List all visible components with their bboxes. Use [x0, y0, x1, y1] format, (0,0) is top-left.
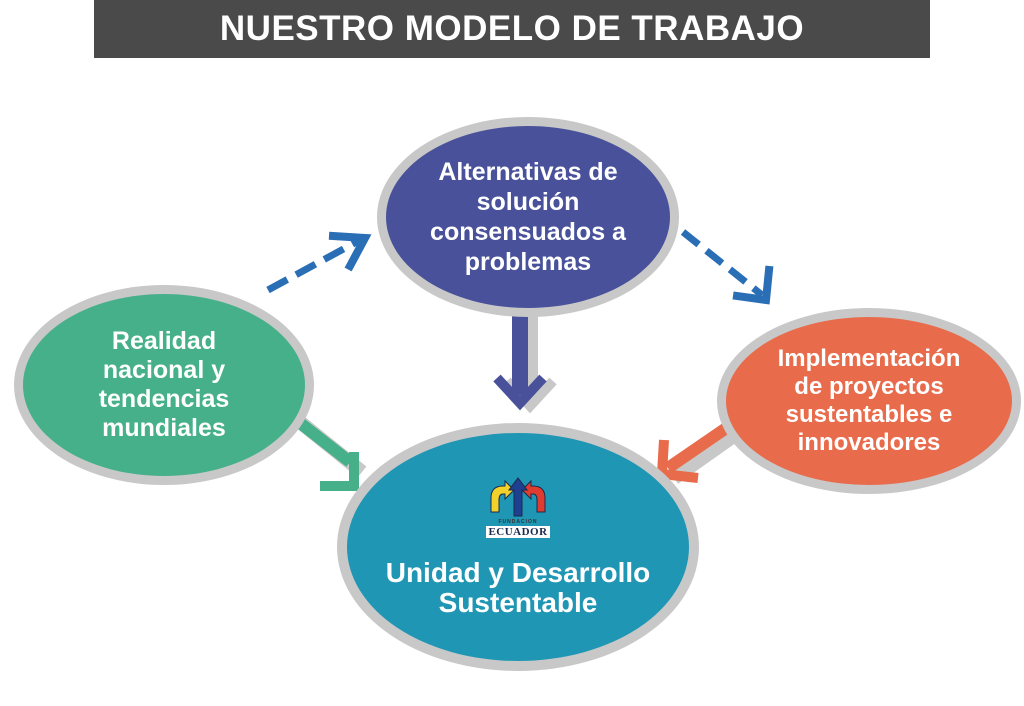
node-alternativas-solucion: Alternativas de solución consensuados a …	[377, 117, 679, 317]
logo-small-text: FUNDACION	[498, 519, 538, 525]
logo-name: ECUADOR	[486, 526, 550, 538]
page-title: NUESTRO MODELO DE TRABAJO	[219, 9, 805, 48]
node-center-label: Unidad y Desarrollo Sustentable	[385, 557, 651, 618]
node-left-label: Realidad nacional y tendencias mundiales	[98, 327, 230, 442]
title-banner: NUESTRO MODELO DE TRABAJO	[94, 0, 930, 58]
node-realidad-nacional: Realidad nacional y tendencias mundiales	[14, 285, 314, 485]
fundacion-ecuador-logo: FUNDACION ECUADOR	[483, 476, 553, 538]
arrow-top-to-center	[493, 312, 557, 414]
arrow-left-to-top	[266, 231, 372, 294]
arrow-top-to-right	[680, 229, 774, 305]
node-implementacion-proyectos: Implementación de proyectos sustentables…	[717, 308, 1021, 494]
node-unidad-desarrollo: FUNDACION ECUADOR Unidad y Desarrollo Su…	[337, 423, 699, 671]
node-top-label: Alternativas de solución consensuados a …	[430, 158, 626, 276]
node-right-label: Implementación de proyectos sustentables…	[777, 345, 961, 456]
logo-arrows-icon	[490, 477, 546, 517]
